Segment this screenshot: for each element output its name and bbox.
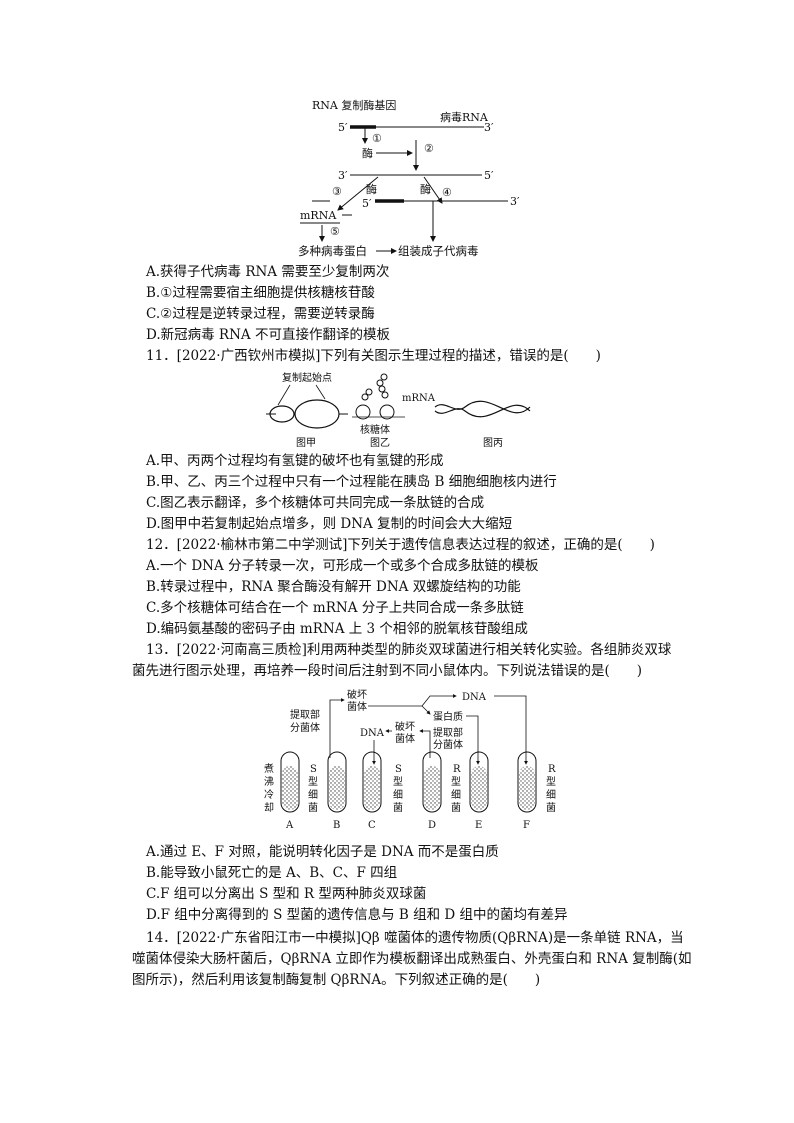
- svg-text:酶: 酶: [362, 147, 373, 160]
- svg-text:C: C: [368, 820, 376, 831]
- q13-option-b: B.能导致小鼠死亡的是 A、B、C、F 四组: [146, 865, 398, 881]
- svg-text:3′: 3′: [484, 121, 494, 134]
- svg-text:细: 细: [451, 788, 461, 801]
- q12-option-b: B.转录过程中，RNA 聚合酶没有解开 DNA 双螺旋结构的功能: [146, 579, 521, 595]
- q11-option-c: C.图乙表示翻译，多个核糖体可共同完成一条肽链的合成: [146, 495, 485, 511]
- svg-text:5′: 5′: [362, 197, 372, 210]
- svg-text:冷: 冷: [264, 788, 274, 801]
- svg-text:煮: 煮: [264, 763, 274, 775]
- q14-stem-1: 14．[2022·广东省阳江市一中模拟]Qβ 噬菌体的遗传物质(QβRNA)是一…: [146, 930, 684, 946]
- svg-text:③: ③: [332, 185, 342, 198]
- svg-text:④: ④: [442, 186, 452, 199]
- q11-option-b: B.甲、乙、丙三个过程中只有一个过程能在胰岛 B 细胞细胞核内进行: [146, 474, 557, 490]
- svg-text:却: 却: [264, 802, 274, 814]
- svg-text:菌: 菌: [308, 802, 318, 814]
- q13-stem-2: 菌先进行图示处理，再培养一段时间后注射到不同小鼠体内。下列说法错误的是( ): [132, 663, 643, 679]
- svg-text:沸: 沸: [264, 775, 274, 788]
- assemble-label: 组装成子代病毒: [398, 244, 479, 258]
- svg-text:型: 型: [546, 775, 556, 788]
- test-tubes: [280, 751, 537, 813]
- svg-text:分菌体: 分菌体: [290, 722, 320, 734]
- svg-text:菌体: 菌体: [395, 733, 415, 745]
- svg-text:细: 细: [308, 788, 318, 801]
- q13-option-c: C.F 组可以分离出 S 型和 R 型两种肺炎双球菌: [146, 886, 427, 902]
- svg-text:蛋白质: 蛋白质: [433, 710, 463, 723]
- svg-text:R: R: [548, 764, 556, 775]
- svg-text:细: 细: [393, 788, 403, 801]
- svg-text:5′: 5′: [338, 121, 348, 134]
- q11-option-d: D.图甲中若复制起始点增多，则 DNA 复制的时间会大大缩短: [146, 516, 513, 532]
- svg-text:R: R: [453, 764, 461, 775]
- svg-text:破坏: 破坏: [395, 720, 415, 733]
- svg-text:核糖体: 核糖体: [360, 423, 390, 436]
- q12-stem: 12．[2022·榆林市第二中学测试]下列关于遗传信息表达过程的叙述，正确的是(…: [146, 537, 655, 553]
- q13-stem-1: 13．[2022·河南高三质检]利用两种类型的肺炎双球菌进行相关转化实验。各组肺…: [146, 642, 672, 658]
- svg-text:酶: 酶: [366, 183, 377, 196]
- q12-option-c: C.多个核糖体可结合在一个 mRNA 分子上共同合成一条多肽链: [146, 600, 524, 616]
- svg-text:菌: 菌: [393, 802, 403, 814]
- q14-stem-2: 噬菌体侵染大肠杆菌后，QβRNA 立即作为模板翻译出成熟蛋白、外壳蛋白和 RNA…: [132, 951, 692, 967]
- svg-text:5′: 5′: [484, 169, 494, 182]
- svg-text:图甲: 图甲: [296, 437, 316, 449]
- svg-text:②: ②: [424, 142, 434, 155]
- viral-replication-diagram: RNA 复制酶基因 病毒RNA 5′ 3′ ① 酶 ② 3′ 5′ ③ 酶 酶 …: [298, 98, 520, 258]
- svg-text:型: 型: [451, 775, 461, 788]
- svg-text:B: B: [333, 820, 340, 831]
- q11-figure: 复制起始点 图甲 mRNA 核糖体 图乙 图丙: [266, 371, 531, 449]
- svg-text:D: D: [428, 820, 436, 831]
- svg-text:菌: 菌: [451, 802, 461, 814]
- svg-text:分菌体: 分菌体: [433, 739, 463, 751]
- q11-option-a: A.甲、丙两个过程均有氢键的破坏也有氢键的形成: [146, 453, 444, 469]
- q13-option-a: A.通过 E、F 对照，能说明转化因子是 DNA 而不是蛋白质: [146, 844, 499, 860]
- svg-text:图丙: 图丙: [483, 437, 503, 449]
- viral-rna-label: 病毒RNA: [440, 110, 489, 124]
- svg-text:菌体: 菌体: [347, 701, 367, 713]
- q10-option-b: B.①过程需要宿主细胞提供核糖核苷酸: [146, 285, 375, 301]
- svg-text:3′: 3′: [338, 169, 348, 182]
- svg-text:复制起始点: 复制起始点: [282, 371, 332, 384]
- q11-stem: 11．[2022·广西钦州市模拟]下列有关图示生理过程的描述，错误的是( ): [146, 348, 601, 364]
- svg-text:DNA: DNA: [360, 728, 385, 739]
- gene-label: RNA 复制酶基因: [312, 98, 396, 112]
- q14-stem-3: 图所示)，然后利用该复制酶复制 QβRNA。下列叙述正确的是( ): [132, 972, 541, 988]
- svg-text:3′: 3′: [510, 195, 520, 208]
- svg-text:mRNA: mRNA: [402, 393, 436, 404]
- q13-option-d: D.F 组中分离得到的 S 型菌的遗传信息与 B 组和 D 组中的菌均有差异: [146, 907, 568, 923]
- svg-text:图乙: 图乙: [370, 437, 390, 449]
- svg-text:F: F: [523, 820, 530, 831]
- svg-text:酶: 酶: [420, 183, 431, 196]
- svg-text:mRNA: mRNA: [300, 209, 337, 222]
- svg-text:DNA: DNA: [462, 692, 487, 703]
- svg-text:E: E: [475, 820, 482, 831]
- q12-option-a: A.一个 DNA 分子转录一次，可形成一个或多个合成多肽链的模板: [146, 558, 539, 574]
- svg-text:S: S: [310, 764, 317, 775]
- svg-text:型: 型: [393, 775, 403, 788]
- svg-text:A: A: [285, 820, 294, 831]
- svg-text:菌: 菌: [546, 802, 556, 814]
- q13-figure: 提取部 分菌体 破坏 菌体 DNA 蛋白质 DNA 破坏 菌体 提取部 分菌体 …: [264, 688, 556, 831]
- proteins-label: 多种病毒蛋白: [298, 244, 367, 258]
- svg-text:①: ①: [372, 132, 382, 145]
- svg-text:⑤: ⑤: [330, 225, 340, 238]
- q12-option-d: D.编码氨基酸的密码子由 mRNA 上 3 个相邻的脱氧核苷酸组成: [146, 621, 528, 637]
- q10-option-c: C.②过程是逆转录过程，需要逆转录酶: [146, 306, 375, 322]
- q10-option-d: D.新冠病毒 RNA 不可直接作翻译的模板: [146, 327, 390, 343]
- q10-option-a: A.获得子代病毒 RNA 需要至少复制两次: [146, 264, 390, 280]
- svg-text:型: 型: [308, 775, 318, 788]
- svg-text:破坏: 破坏: [347, 688, 367, 701]
- svg-text:细: 细: [546, 788, 556, 801]
- svg-text:S: S: [395, 764, 402, 775]
- svg-text:提取部: 提取部: [433, 726, 463, 739]
- svg-text:提取部: 提取部: [290, 708, 320, 721]
